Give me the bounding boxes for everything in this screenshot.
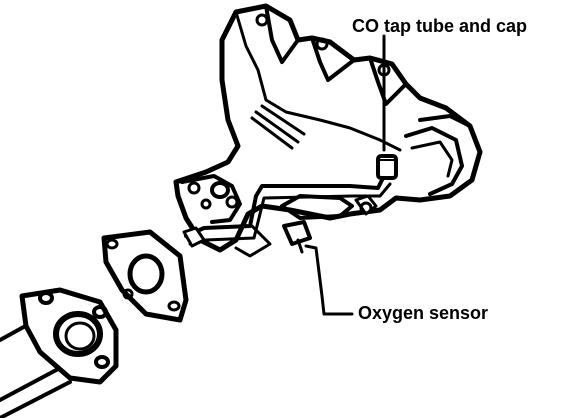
co-tap-label: CO tap tube and cap bbox=[352, 16, 528, 36]
oxygen-sensor-label: Oxygen sensor bbox=[358, 303, 489, 323]
co-tap-tube-and-cap bbox=[182, 154, 398, 248]
leader-lines bbox=[304, 34, 386, 316]
exhaust-pipe-flange bbox=[19, 287, 119, 385]
oxygen-sensor bbox=[282, 220, 312, 254]
oxygen-sensor-leader bbox=[304, 244, 354, 316]
manifold-gasket bbox=[101, 229, 189, 323]
exhaust-manifold bbox=[173, 3, 483, 258]
